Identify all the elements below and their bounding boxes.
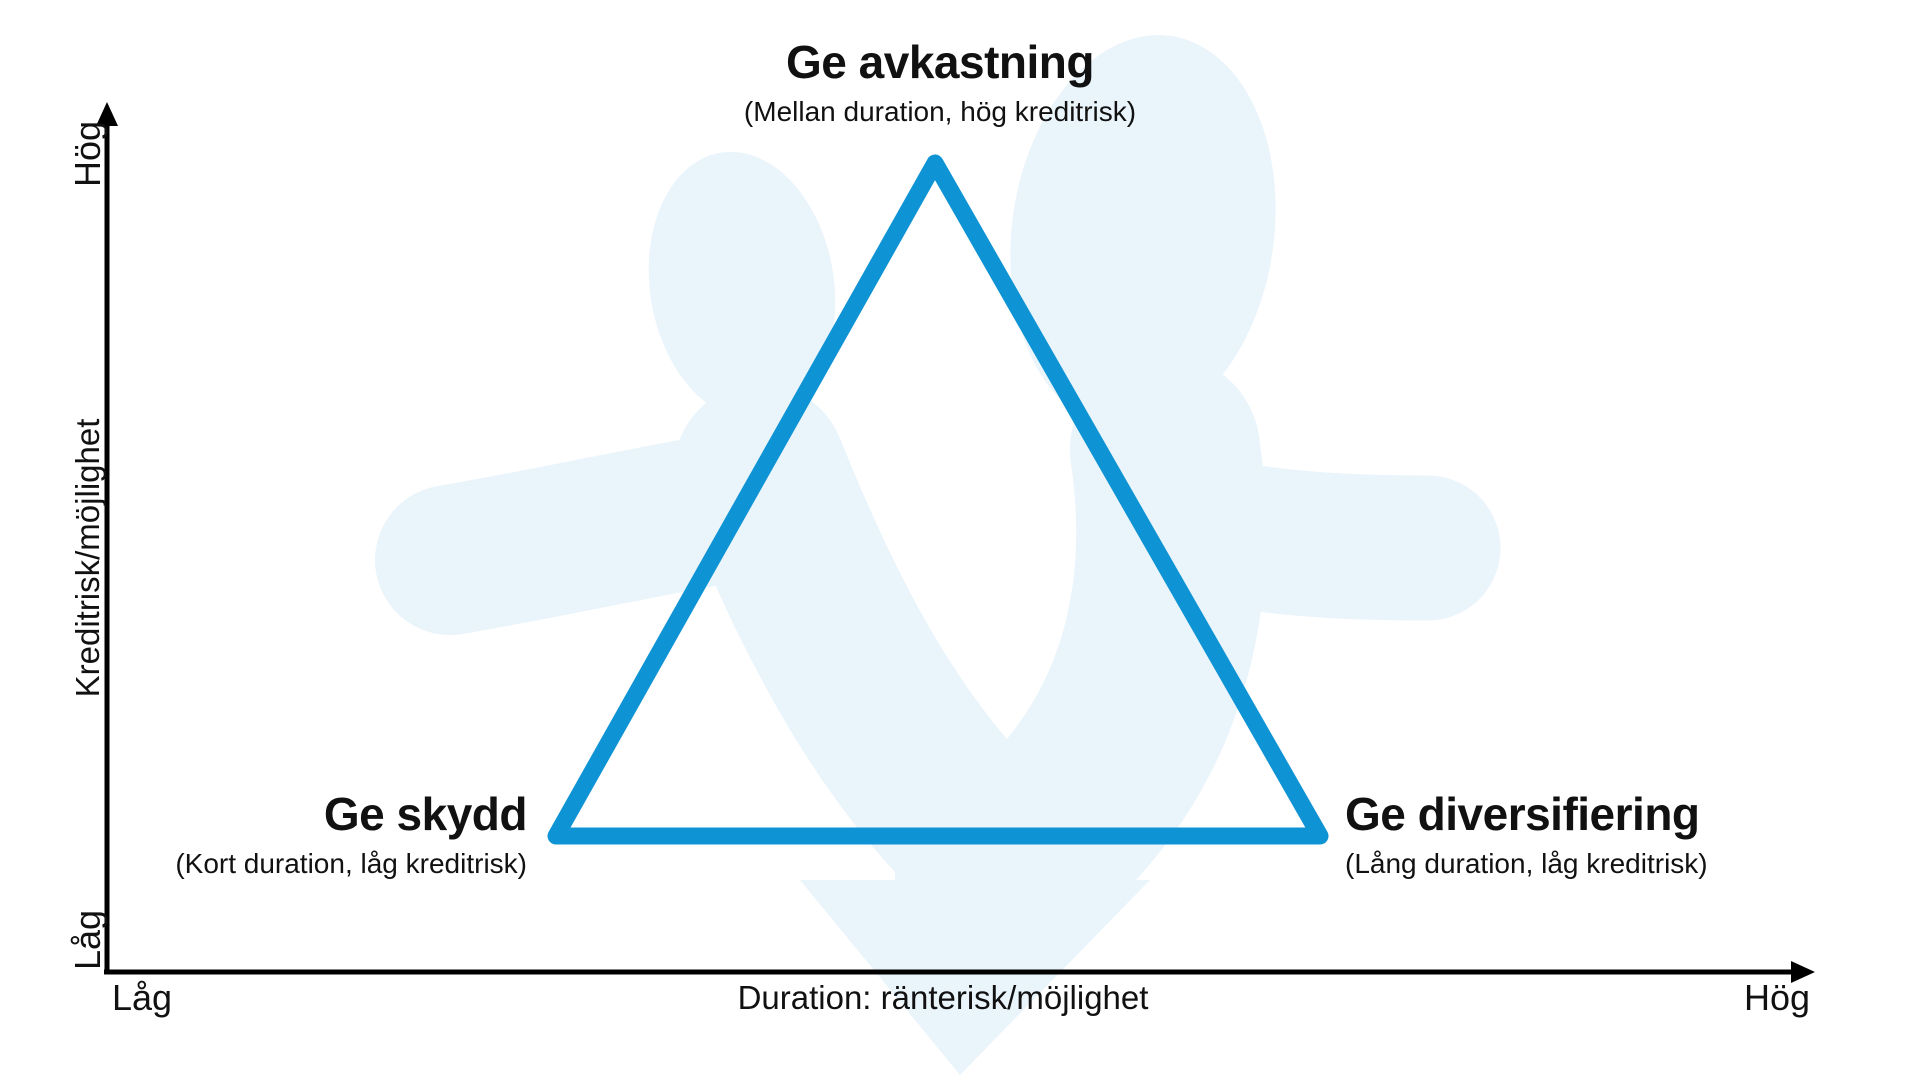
watermark-right-head-shape — [1010, 35, 1276, 429]
vertex-right-subtitle: (Lång duration, låg kreditrisk) — [1345, 847, 1708, 879]
y-axis-arrow-icon — [96, 102, 118, 126]
x-axis-min-label: Låg — [112, 977, 173, 1018]
x-axis-arrow-icon — [1791, 961, 1815, 983]
triangle-shape — [547, 154, 1329, 845]
vertex-top-label-group: Ge avkastning (Mellan duration, hög kred… — [744, 36, 1136, 128]
vertex-left-subtitle: (Kort duration, låg kreditrisk) — [175, 847, 527, 879]
vertex-right-label-group: Ge diversifiering (Lång duration, låg kr… — [1345, 788, 1708, 880]
y-axis-title: Kreditrisk/möjlighet — [68, 418, 106, 698]
vertex-left-label-group: Ge skydd (Kort duration, låg kreditrisk) — [175, 788, 527, 880]
vertex-top-subtitle: (Mellan duration, hög kreditrisk) — [743, 95, 1137, 127]
y-axis-max-label: Hög — [67, 120, 109, 188]
x-axis-title: Duration: ränterisk/möjlighet — [737, 979, 1149, 1016]
watermark-heart-tip-shape — [800, 880, 1150, 1075]
vertex-right-label: Ge diversifiering — [1345, 788, 1700, 840]
watermark-right-arm-shape — [1087, 447, 1501, 621]
x-axis-max-label: Hög — [1743, 977, 1810, 1018]
watermark-left-head-shape — [648, 151, 836, 421]
y-axis-min-label: Låg — [67, 909, 109, 971]
axes — [96, 102, 1815, 983]
vertex-top-label: Ge avkastning — [786, 36, 1094, 88]
vertex-left-label: Ge skydd — [323, 788, 528, 840]
